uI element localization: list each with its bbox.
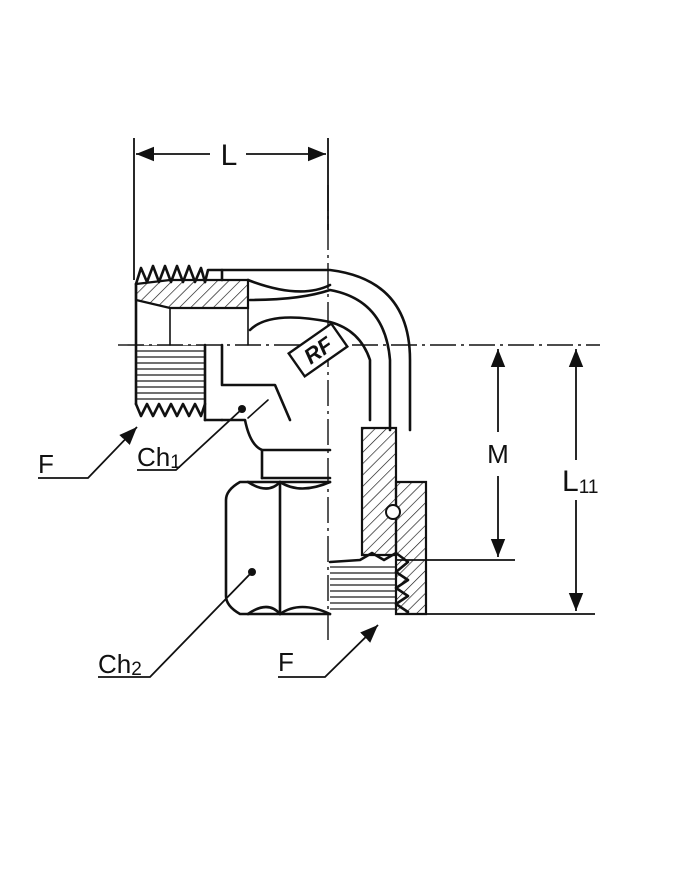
dim-l-label: L [221, 139, 238, 172]
nut-outline [224, 480, 332, 616]
ch1-flat-mark [247, 399, 269, 419]
wrench-flat [220, 343, 292, 422]
ch2-sub: 2 [131, 659, 142, 680]
leader-f-bottom-label: F [278, 647, 294, 677]
leader-f-left: F [38, 426, 138, 479]
nut-chamfer-bottom-right [278, 605, 332, 616]
left-threaded-stud [134, 264, 250, 422]
leader-ch1-line [137, 408, 243, 471]
dim-l11-label: L11 [562, 465, 598, 498]
leader-ch2-label: Ch2 [98, 649, 142, 680]
body-lower-contour [220, 418, 332, 452]
leader-f-left-line [38, 426, 138, 479]
hex-nut [224, 480, 332, 616]
dim-l11-sub: 11 [579, 477, 599, 498]
ch1-sub: 1 [170, 452, 181, 473]
leader-f-bottom-line [278, 624, 379, 678]
swivel-nut-section [328, 426, 428, 616]
dim-l11-main: L [562, 465, 579, 498]
nut-chamfer-top-left [246, 480, 282, 490]
elbow-inner-contour-top [246, 278, 332, 293]
leader-ch2: Ch2 [98, 571, 253, 680]
leader-ch1-label: Ch1 [137, 442, 181, 473]
dimension-l11: L11 [426, 349, 598, 615]
stud-thread-lines [136, 345, 204, 403]
elbow-outer-contour [220, 268, 412, 432]
rf-logo: RF [287, 321, 349, 379]
logo-frame [287, 321, 349, 379]
dim-m-label: M [487, 439, 509, 469]
stud-undercut [203, 268, 224, 284]
o-ring [385, 504, 401, 520]
leader-ch2-line [98, 571, 253, 678]
nut-thread-teeth [328, 551, 410, 614]
leader-f-left-label: F [38, 449, 54, 479]
nut-section-hatch [394, 480, 428, 616]
nut-chamfer-bottom-left [246, 605, 282, 616]
dimension-m: M [396, 349, 515, 561]
elbow-bore-inner [248, 316, 372, 422]
leader-ch1: Ch1 [137, 408, 243, 473]
elbow-bore-outer [248, 288, 392, 432]
stud-section-hatch [134, 278, 250, 310]
nut-chamfer-top-right [278, 480, 332, 490]
elbow-body [220, 268, 412, 480]
tube-section-hatch [360, 426, 398, 557]
nut-thread-lines [330, 562, 396, 612]
stud-thread-bottom [134, 402, 207, 418]
ch2-main: Ch [98, 649, 131, 679]
stud-thread-top [134, 264, 207, 286]
dimension-l: L [133, 138, 329, 280]
ch1-main: Ch [137, 442, 170, 472]
leader-f-bottom: F [278, 624, 379, 678]
